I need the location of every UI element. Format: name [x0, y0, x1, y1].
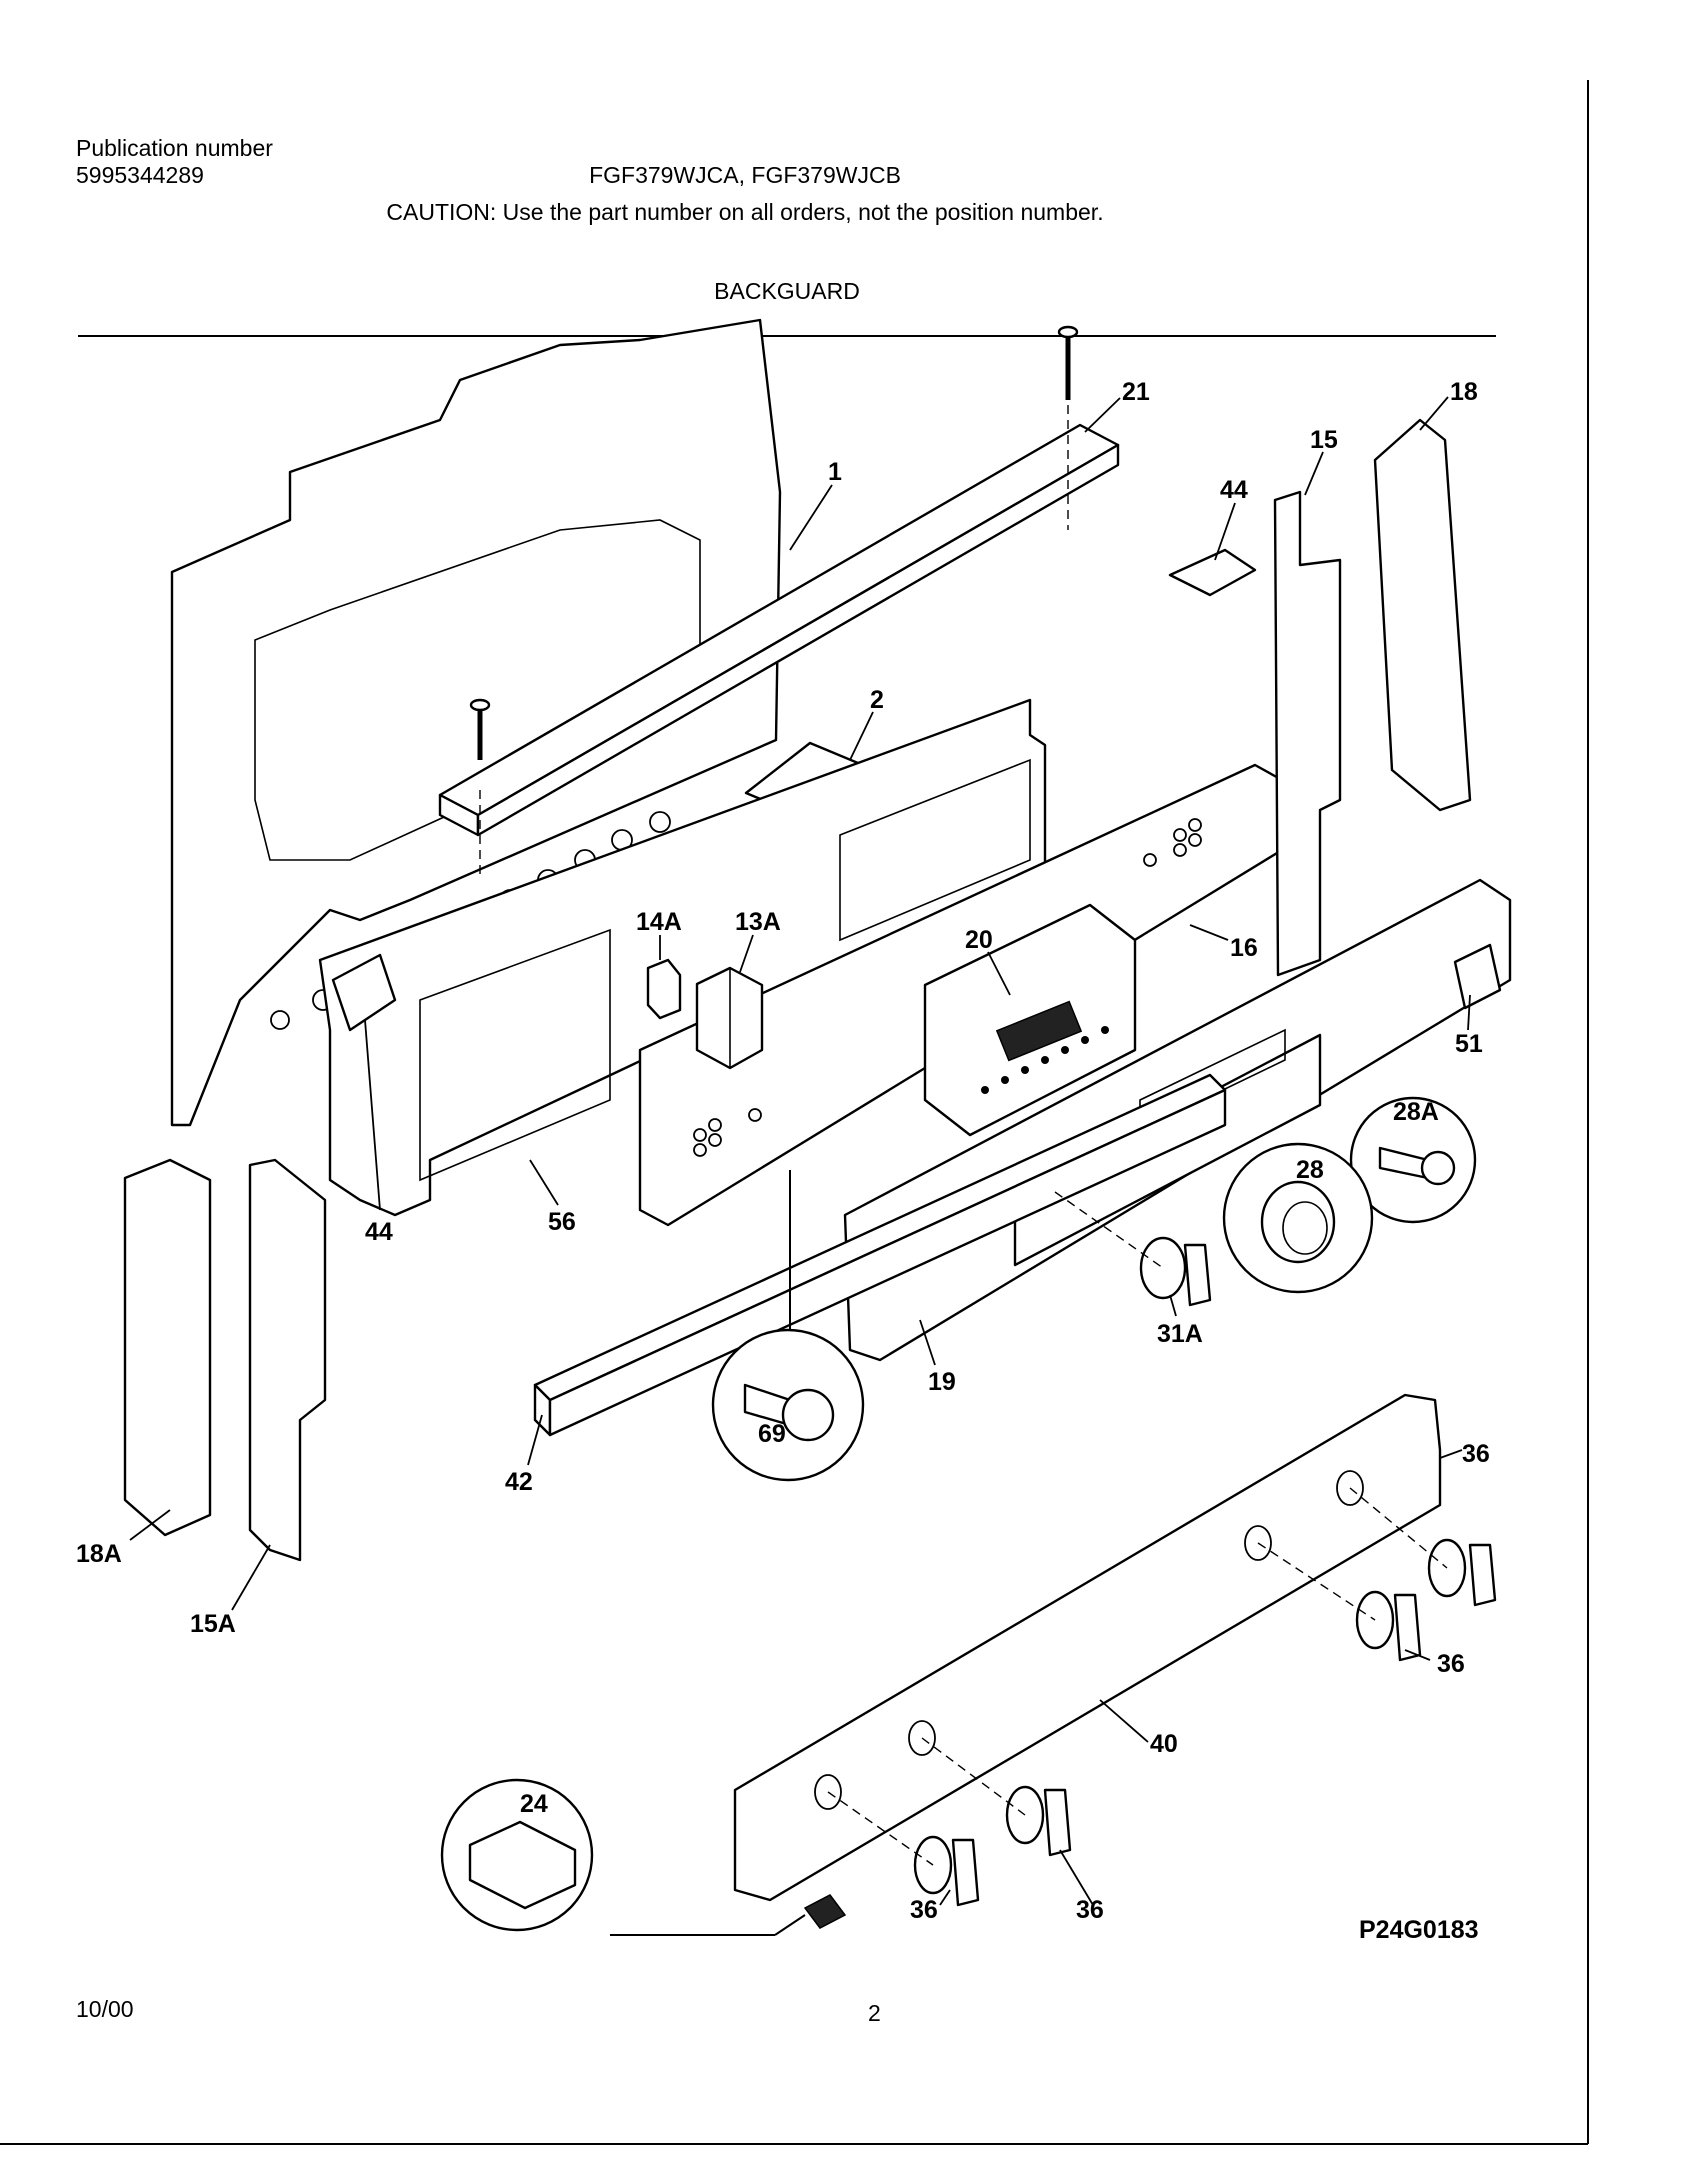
trim-strip-part-42 [533, 1073, 1227, 1437]
callout-24: 24 [520, 1790, 548, 1818]
callout-20: 20 [965, 926, 993, 954]
leader-lines [129, 396, 1471, 1906]
knob-part-36-b [1355, 1590, 1422, 1662]
model-numbers: FGF379WJCA, FGF379WJCB [589, 162, 901, 188]
screw-top [1057, 325, 1079, 530]
publication-label: Publication number [76, 135, 273, 161]
callout-labels: 1 2 13A 14A 15 15A 16 18 18A 19 20 21 24… [76, 378, 1490, 1944]
rocker-switch-part-24 [803, 1894, 847, 1929]
top-trim-part-21 [438, 423, 1120, 837]
drawing-number: P24G0183 [1359, 1916, 1479, 1944]
publication-number: 5995344289 [76, 162, 204, 188]
screw-left [469, 698, 491, 880]
detail-circle-28 [1222, 1142, 1374, 1294]
callout-36-d: 36 [1076, 1896, 1104, 1924]
bracket-part-44-right [1168, 548, 1257, 597]
callout-36-c: 36 [910, 1896, 938, 1924]
callout-21: 21 [1122, 378, 1150, 406]
callout-19: 19 [928, 1368, 956, 1396]
detail-circle-24 [440, 1778, 806, 1936]
callout-14a: 14A [636, 908, 682, 936]
control-board-part-20 [923, 903, 1137, 1137]
callout-31a: 31A [1157, 1320, 1203, 1348]
knob-part-36-c [1005, 1785, 1072, 1857]
knob-part-36-a [1427, 1538, 1497, 1607]
callout-36-a: 36 [1462, 1440, 1490, 1468]
callout-69: 69 [758, 1420, 786, 1448]
callout-36-b: 36 [1437, 1650, 1465, 1678]
switch-part-14a [646, 958, 682, 1020]
detail-circle-28a [1349, 1096, 1477, 1224]
callout-13a: 13A [735, 908, 781, 936]
callout-16: 16 [1230, 934, 1258, 962]
end-cap-part-18 [1373, 418, 1472, 812]
footer-date: 10/00 [76, 1996, 134, 2022]
callout-44-right: 44 [1220, 476, 1248, 504]
knob-part-31a [1054, 1191, 1212, 1307]
switch-part-13a [695, 966, 764, 1070]
end-cap-part-18a [123, 1158, 212, 1537]
detail-circle-69 [711, 1170, 865, 1482]
section-title: BACKGUARD [714, 278, 860, 304]
caution-note: CAUTION: Use the part number on all orde… [386, 199, 1104, 225]
end-bracket-part-15a [248, 1158, 327, 1562]
housing-part-56 [318, 698, 1047, 1217]
callout-15: 15 [1310, 426, 1338, 454]
callout-44-left: 44 [365, 1218, 393, 1246]
manifold-panel-part-40 [733, 1393, 1442, 1902]
callout-40: 40 [1150, 1730, 1178, 1758]
callout-2: 2 [870, 686, 884, 714]
plate-part-51 [1453, 943, 1502, 1010]
callout-28a: 28A [1393, 1098, 1439, 1126]
callout-18: 18 [1450, 378, 1478, 406]
callout-18a: 18A [76, 1540, 122, 1568]
callout-1: 1 [828, 458, 842, 486]
callout-51: 51 [1455, 1030, 1483, 1058]
end-bracket-part-15 [1273, 490, 1342, 977]
bracket-part-44-left [331, 953, 397, 1032]
callout-28: 28 [1296, 1156, 1324, 1184]
callout-15a: 15A [190, 1610, 236, 1638]
callout-56: 56 [548, 1208, 576, 1236]
page-number: 2 [868, 2000, 881, 2026]
callout-42: 42 [505, 1468, 533, 1496]
